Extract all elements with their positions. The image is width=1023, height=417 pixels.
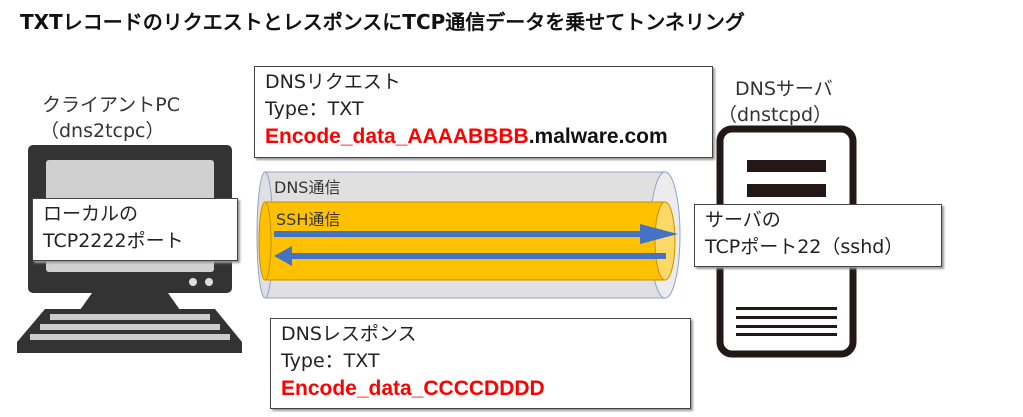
server-name: DNSサーバ [735,78,833,100]
dns-response-box: DNSレスポンス Type：TXT Encode_data_CCCCDDDD [270,318,691,409]
server-port-line1: サーバの [705,209,781,231]
dns-tunnel-label: DNS通信 [274,178,341,197]
server-process: （dnstcpd） [718,104,833,126]
server-port-box: サーバの TCPポート22（sshd） [694,204,942,267]
response-encoded-data: Encode_data_CCCCDDDD [281,377,545,400]
client-port-box: ローカルの TCP2222ポート [32,198,238,261]
request-domain: .malware.com [528,125,668,148]
request-heading: DNSリクエスト [265,71,401,93]
diagram-title: TXTレコードのリクエストとレスポンスにTCP通信データを乗せてトンネリング [20,10,745,34]
request-encoded-data: Encode_data_AAAABBBB [265,125,529,148]
left-arrow [274,246,666,266]
client-port-line1: ローカルの [43,203,139,225]
server-port-line2: TCPポート22（sshd） [705,236,904,258]
client-name: クライアントPC [42,94,180,116]
client-process: （dns2tcpc） [40,120,165,142]
right-arrow [274,224,678,244]
client-port-line2: TCP2222ポート [43,230,184,252]
ssh-tunnel-label: SSH通信 [276,210,341,229]
response-heading: DNSレスポンス [281,323,417,345]
dns-request-box: DNSリクエスト Type：TXT Encode_data_AAAABBBB.m… [254,66,713,158]
response-type: Type：TXT [281,350,380,372]
request-type: Type：TXT [265,98,364,120]
